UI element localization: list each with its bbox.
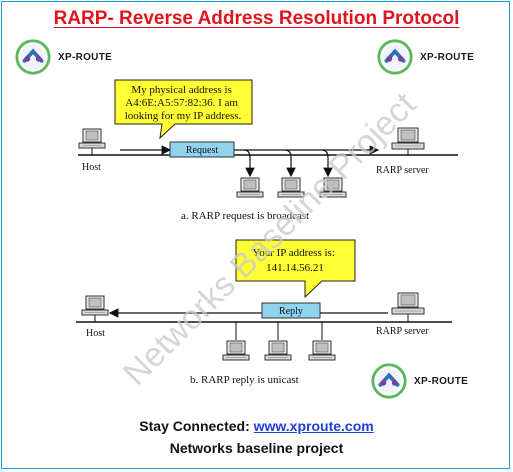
host-computer-icon (81, 295, 109, 316)
host-computer-icon (78, 128, 106, 149)
station-computer-icon (236, 177, 264, 198)
xp-route-logo-mark-icon (15, 39, 51, 75)
website-link[interactable]: www.xproute.com (253, 418, 374, 434)
rarp-server-icon (391, 292, 425, 315)
reply-speech-bubble (235, 239, 356, 299)
request-speech-bubble (114, 79, 253, 140)
caption-b: b. RARP reply is unicast (190, 374, 299, 386)
page-title: RARP- Reverse Address Resolution Protoco… (53, 8, 460, 29)
host-label: Host (86, 328, 105, 339)
station-computer-icon (308, 340, 336, 361)
station-computer-icon (319, 177, 347, 198)
part-b: Your IP address is: 141.14.56.21 Host RA… (76, 239, 452, 386)
reply-bubble-text: Your IP address is: 141.14.56.21 (252, 247, 337, 274)
logo-text: XP-ROUTE (58, 51, 113, 63)
request-bubble-text: My physical address is A4:6E:A5:57:82:36… (125, 84, 242, 122)
project-name: Networks baseline project (169, 440, 344, 456)
xp-route-logo: XP-ROUTE (14, 38, 112, 76)
server-label: RARP server (376, 165, 429, 176)
rarp-server-icon (391, 127, 425, 150)
logo-text: XP-ROUTE (414, 375, 469, 387)
caption-a: a. RARP request is broadcast (181, 210, 309, 222)
reply-packet-label: Reply (279, 306, 303, 317)
part-a: My physical address is A4:6E:A5:57:82:36… (78, 79, 458, 222)
xp-route-logo-mark-icon (377, 39, 413, 75)
bubble-line: Your IP address is: (252, 247, 335, 259)
bubble-line: A4:6E:A5:57:82:36. I am (125, 97, 238, 109)
xp-route-logo-mark-icon (371, 363, 407, 399)
bubble-line: looking for my IP address. (125, 110, 242, 122)
bubble-line: 141.14.56.21 (266, 262, 324, 274)
request-packet-label: Request (186, 145, 218, 156)
bubble-line: My physical address is (131, 84, 232, 96)
server-label: RARP server (376, 326, 429, 337)
station-computer-icon (264, 340, 292, 361)
reply-packet (261, 302, 321, 319)
station-computer-icon (277, 177, 305, 198)
host-label: Host (82, 162, 101, 173)
stay-connected-label: Stay Connected: (139, 418, 250, 434)
station-computer-icon (222, 340, 250, 361)
stay-connected-line: Stay Connected: www.xproute.com (0, 418, 513, 434)
xp-route-logo: XP-ROUTE (376, 38, 474, 76)
logo-text: XP-ROUTE (420, 51, 475, 63)
xp-route-logo: XP-ROUTE (370, 362, 468, 400)
